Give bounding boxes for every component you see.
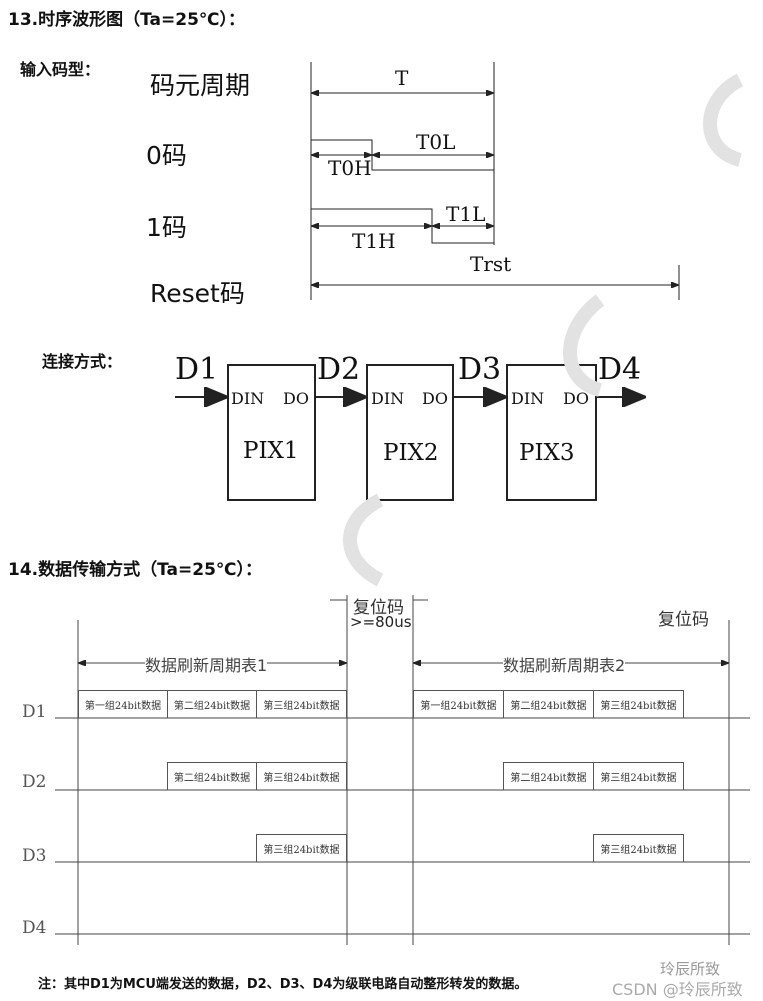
row-d3: D3 xyxy=(22,846,47,866)
pix3-name: PIX3 xyxy=(519,440,575,466)
timing-T0L: T0L xyxy=(416,130,456,154)
pix1-do: DO xyxy=(283,389,309,408)
watermark-brand: 玲辰所致 xyxy=(660,960,721,978)
d2-group3-cell-2: 第三组24bit数据 xyxy=(593,762,684,790)
section14-title: 14.数据传输方式（Ta=25℃）： xyxy=(8,560,262,580)
signal-d4: D4 xyxy=(598,352,642,387)
d1-group3-cell: 第三组24bit数据 xyxy=(256,690,347,718)
timing-T1L: T1L xyxy=(446,202,486,226)
timing-T: T xyxy=(395,66,409,90)
watermark-csdn: CSDN @玲辰所致 xyxy=(612,980,743,999)
row-d4: D4 xyxy=(22,918,47,938)
d2-group3-cell: 第三组24bit数据 xyxy=(256,762,347,790)
d2-group2-cell: 第二组24bit数据 xyxy=(167,762,257,790)
pix1-din: DIN xyxy=(231,389,265,408)
timing-T1H: T1H xyxy=(352,229,396,253)
code-zero-label: 0码 xyxy=(146,141,187,170)
pix3-do: DO xyxy=(563,389,589,408)
waveforms xyxy=(310,62,680,300)
pix1-name: PIX1 xyxy=(243,438,299,464)
d1-group1-cell-2: 第一组24bit数据 xyxy=(413,690,504,718)
d3-group3-cell-2: 第三组24bit数据 xyxy=(593,834,684,862)
signal-d1: D1 xyxy=(175,352,219,387)
transfer-lines xyxy=(55,595,750,945)
reset-label: 复位码 xyxy=(353,598,404,618)
pix2-do: DO xyxy=(422,389,448,408)
reset-time: >=80us xyxy=(350,613,412,631)
pix2-name: PIX2 xyxy=(383,440,439,466)
d2-group2-cell-2: 第二组24bit数据 xyxy=(503,762,594,790)
d1-group3-cell-2: 第三组24bit数据 xyxy=(593,690,684,718)
watermark-arcs xyxy=(343,73,744,587)
d3-group3-cell: 第三组24bit数据 xyxy=(256,834,347,862)
timing-T0H: T0H xyxy=(328,156,372,180)
signal-d2: D2 xyxy=(317,352,361,387)
d1-group2-cell: 第二组24bit数据 xyxy=(167,690,257,718)
d1-group1-cell: 第一组24bit数据 xyxy=(78,690,168,718)
pix2-din: DIN xyxy=(371,389,405,408)
period2-label: 数据刷新周期表2 xyxy=(503,652,626,676)
code-one-label: 1码 xyxy=(146,213,187,242)
row-d1: D1 xyxy=(22,702,47,722)
timing-Trst: Trst xyxy=(470,252,512,276)
pix3-din: DIN xyxy=(511,389,545,408)
row-d2: D2 xyxy=(22,772,47,792)
reset-label-right: 复位码 xyxy=(658,610,709,630)
connection xyxy=(175,364,646,501)
code-reset-label: Reset码 xyxy=(150,279,245,308)
code-period-label: 码元周期 xyxy=(150,71,251,100)
footnote: 注：其中D1为MCU端发送的数据，D2、D3、D4为级联电路自动整形转发的数据。 xyxy=(38,977,528,992)
input-label: 输入码型： xyxy=(20,60,101,79)
signal-d3: D3 xyxy=(458,352,502,387)
section13-title: 13.时序波形图（Ta=25℃）： xyxy=(8,10,245,30)
d1-group2-cell-2: 第二组24bit数据 xyxy=(503,690,594,718)
connection-label: 连接方式： xyxy=(42,352,123,371)
period1-label: 数据刷新周期表1 xyxy=(145,652,268,676)
